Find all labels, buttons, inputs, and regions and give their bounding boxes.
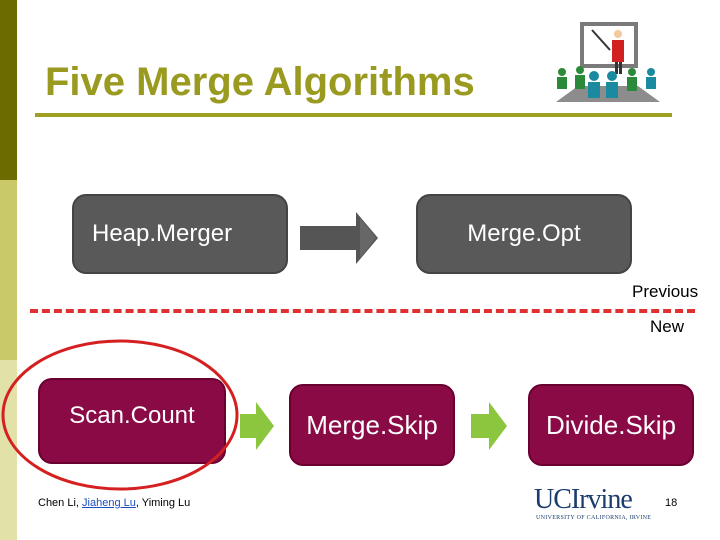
logo-subtitle: UNIVERSITY OF CALIFORNIA, IRVINE <box>536 515 652 521</box>
previous-label: Previous <box>632 282 699 301</box>
page-number: 18 <box>665 497 678 509</box>
algorithm-label: Merge.Opt <box>467 220 581 247</box>
algorithm-box-merge-skip: Merge.Skip <box>289 384 455 466</box>
arrow-right-icon <box>240 402 274 450</box>
algorithm-box-heap-merger: Heap.Merger <box>72 194 288 274</box>
new-label: New <box>650 317 685 336</box>
footer-authors: Chen Li, Jiaheng Lu, Yiming Lu <box>38 497 190 509</box>
title-underline <box>35 113 672 117</box>
sidebar-accent-middle <box>0 180 17 360</box>
algorithm-box-scan-count: Scan.Count <box>38 378 226 464</box>
logo-wordmark: UCIrvine <box>534 484 633 515</box>
previous-new-divider <box>30 309 695 313</box>
algorithm-label: Merge.Skip <box>306 410 438 440</box>
algorithm-label: Heap.Merger <box>92 220 233 247</box>
highlight-circle <box>1 339 239 491</box>
algorithm-label: Scan.Count <box>69 402 195 429</box>
author-name: , Yiming Lu <box>135 497 191 509</box>
author-name: Chen Li, <box>38 497 83 509</box>
algorithm-box-divide-skip: Divide.Skip <box>528 384 694 466</box>
algorithm-label: Divide.Skip <box>545 410 677 440</box>
uc-irvine-logo: UCIrvine UNIVERSITY OF CALIFORNIA, IRVIN… <box>534 484 651 526</box>
author-link[interactable]: Jiaheng Lu <box>82 497 136 509</box>
arrow-right-icon <box>300 212 378 264</box>
sidebar-accent-top <box>0 0 17 180</box>
presenter-clipart-icon <box>556 22 660 102</box>
algorithm-box-merge-opt: Merge.Opt <box>416 194 632 274</box>
slide-title: Five Merge Algorithms <box>45 60 475 104</box>
arrow-right-icon <box>471 402 507 450</box>
